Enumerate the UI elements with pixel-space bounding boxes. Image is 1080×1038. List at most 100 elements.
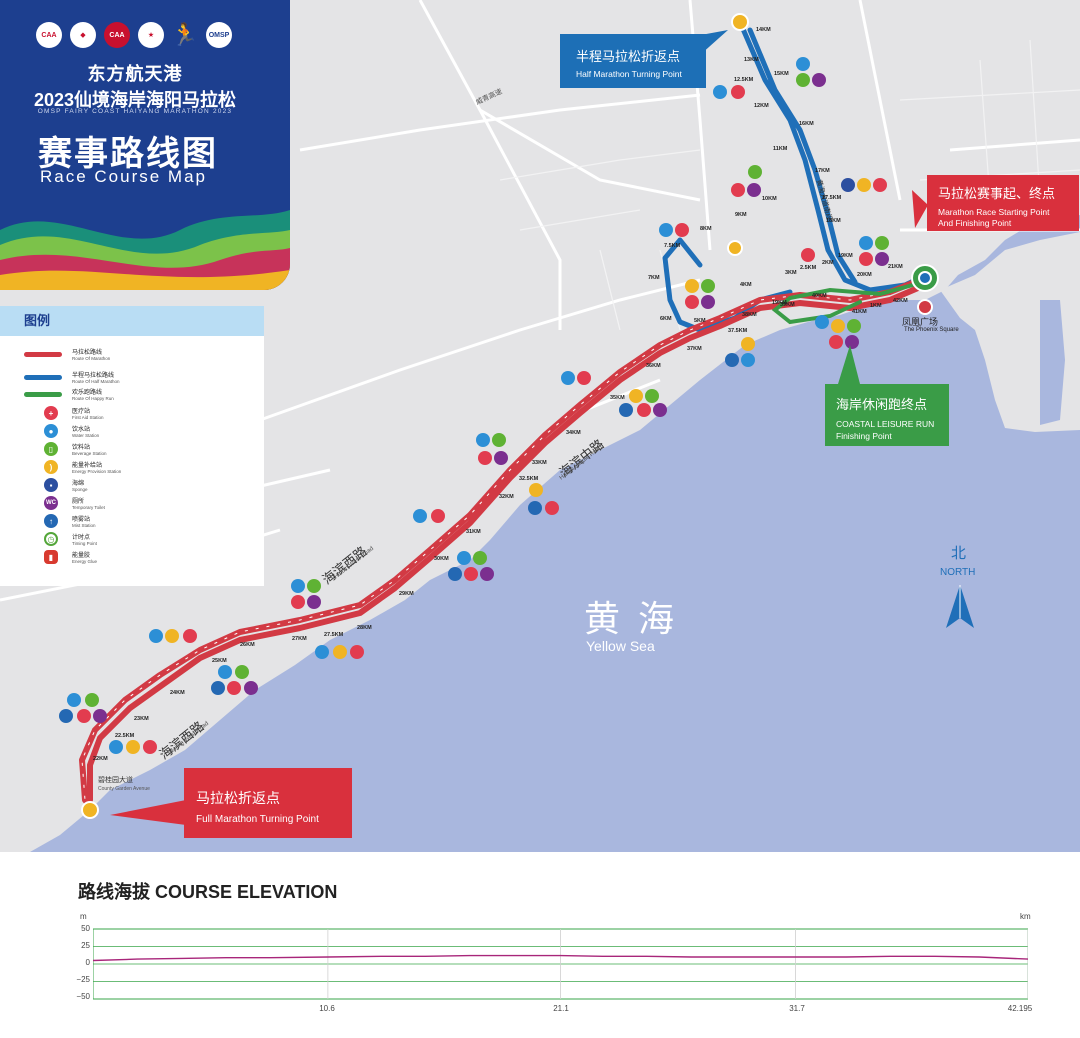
banana-icon: ) <box>44 460 58 474</box>
km-marker: 28KM <box>357 625 372 631</box>
km-marker: 33KM <box>532 460 547 466</box>
y-tick-label: −25 <box>76 975 90 984</box>
km-marker: 22.5KM <box>115 733 135 739</box>
elevation-line <box>93 954 1028 962</box>
km-marker: 18KM <box>826 218 841 224</box>
elevation-chart <box>93 928 1028 1000</box>
north-label-cn: 北 <box>951 545 967 562</box>
km-marker: 19KM <box>772 300 787 306</box>
km-marker: 35KM <box>610 395 625 401</box>
sea-label-en: Yellow Sea <box>586 638 655 654</box>
km-marker: 21KM <box>888 264 903 270</box>
north-label-en: NORTH <box>940 567 976 578</box>
km-marker: 4KM <box>740 282 752 288</box>
half-turn-marker-2 <box>727 240 743 256</box>
event-title-cn-line1: 东方航天港 <box>87 64 183 84</box>
y-tick-label: 0 <box>85 958 90 967</box>
km-marker: 8KM <box>700 226 712 232</box>
km-marker: 25KM <box>212 658 227 664</box>
first-aid-icon: + <box>44 406 58 420</box>
phoenix-square-label: 凤凰广场 <box>902 317 939 327</box>
wave-decoration <box>0 210 290 290</box>
sponge-icon: ▪ <box>44 478 58 492</box>
coastal-callout-box <box>825 384 949 446</box>
full-turn-marker <box>81 801 99 819</box>
km-marker: 37.5KM <box>728 328 748 334</box>
runner-figure-logo: 🏃 <box>171 22 199 47</box>
km-marker: 34KM <box>566 430 581 436</box>
km-marker: 11KM <box>773 146 788 152</box>
km-marker: 37KM <box>687 346 702 352</box>
km-marker: 40KM <box>812 293 827 299</box>
km-marker: 39KM <box>780 302 795 308</box>
event-title-cn-line2: 2023仙境海岸海阳马拉松 <box>33 90 237 110</box>
course-map <box>0 0 1080 852</box>
service-icons <box>59 57 889 754</box>
km-marker: 27KM <box>292 636 307 642</box>
km-marker: 16KM <box>799 121 814 127</box>
km-marker: 36KM <box>646 363 661 369</box>
water-icon: ● <box>44 424 58 438</box>
y-tick-label: 50 <box>81 924 90 933</box>
km-marker: 31KM <box>466 529 481 535</box>
km-marker: 22KM <box>93 756 108 762</box>
km-marker: 9KM <box>735 212 747 218</box>
km-marker: 3KM <box>785 270 797 276</box>
road-label-country-garden-en: County Garden Avenue <box>98 786 150 792</box>
marathon-badge-logo: ★ <box>138 22 164 48</box>
toilet-icon: WC <box>44 496 58 510</box>
x-tick-label: 10.6 <box>319 1004 335 1013</box>
km-marker: 2.5KM <box>800 265 817 271</box>
y-tick-label: −50 <box>76 992 90 1001</box>
km-marker: 17KM <box>815 168 830 174</box>
km-marker: 7.5KM <box>664 243 681 249</box>
chinese-athletic-logo: CAA <box>36 22 62 48</box>
km-marker: 17.5KM <box>822 195 842 201</box>
beverage-icon: ▯ <box>44 442 58 456</box>
elevation-title: 路线海拔 COURSE ELEVATION <box>78 882 338 902</box>
km-marker: 14KM <box>756 27 771 33</box>
runner-logo: ◆ <box>70 22 96 48</box>
north-arrow-icon <box>946 585 974 628</box>
km-marker: 12KM <box>754 103 769 109</box>
km-marker: 10KM <box>762 196 777 202</box>
full-turn-callout-box <box>184 768 352 838</box>
km-marker: 38KM <box>742 312 757 318</box>
omsp-logo: OMSP <box>206 22 232 48</box>
start-finish-callout-box <box>927 175 1079 231</box>
km-marker: 15KM <box>774 71 789 77</box>
elevation-y-unit: m <box>80 912 87 921</box>
energy-gel-icon: ▮ <box>44 550 58 564</box>
red-route-line <box>24 352 62 357</box>
green-route-line <box>24 392 62 397</box>
x-tick-label: 42.195 <box>1007 1004 1033 1013</box>
km-marker: 26KM <box>240 642 255 648</box>
km-marker: 19KM <box>838 253 853 259</box>
km-marker: 24KM <box>170 690 185 696</box>
km-marker: 7KM <box>648 275 660 281</box>
half-turn-marker <box>731 13 749 31</box>
km-marker: 29KM <box>399 591 414 597</box>
page-title-cn: 赛事路线图 <box>38 135 218 173</box>
caa-logo: CAA <box>104 22 130 48</box>
km-marker: 32KM <box>499 494 514 500</box>
full-turn-callout: 马拉松折返点 Full Marathon Turning Point <box>196 790 319 825</box>
km-marker: 42KM <box>893 298 908 304</box>
half-turn-callout-box <box>560 34 706 88</box>
half-turn-callout: 半程马拉松折返点 Half Marathon Turning Point <box>576 49 682 79</box>
elevation-x-unit: km <box>1020 912 1031 921</box>
y-tick-label: 25 <box>81 941 90 950</box>
event-title-en: OMSP FAIRY COAST HAIYANG MARATHON 2023 <box>37 108 233 115</box>
sea-label-cn: 黄 海 <box>584 598 679 639</box>
title-block: CAA ◆ CAA ★ 🏃 OMSP 东方航天港 2023仙境海岸海阳马拉松 O… <box>0 0 290 290</box>
km-marker: 13KM <box>744 57 759 63</box>
blue-route-line <box>24 375 62 380</box>
coastal-callout: 海岸休闲跑终点 COASTAL LEISURE RUN Finishing Po… <box>836 397 935 441</box>
x-tick-label: 21.1 <box>553 1004 569 1013</box>
marathon-route <box>79 275 928 815</box>
km-marker: 6KM <box>660 316 672 322</box>
km-marker: 23KM <box>134 716 149 722</box>
phoenix-square-marker <box>917 299 933 315</box>
